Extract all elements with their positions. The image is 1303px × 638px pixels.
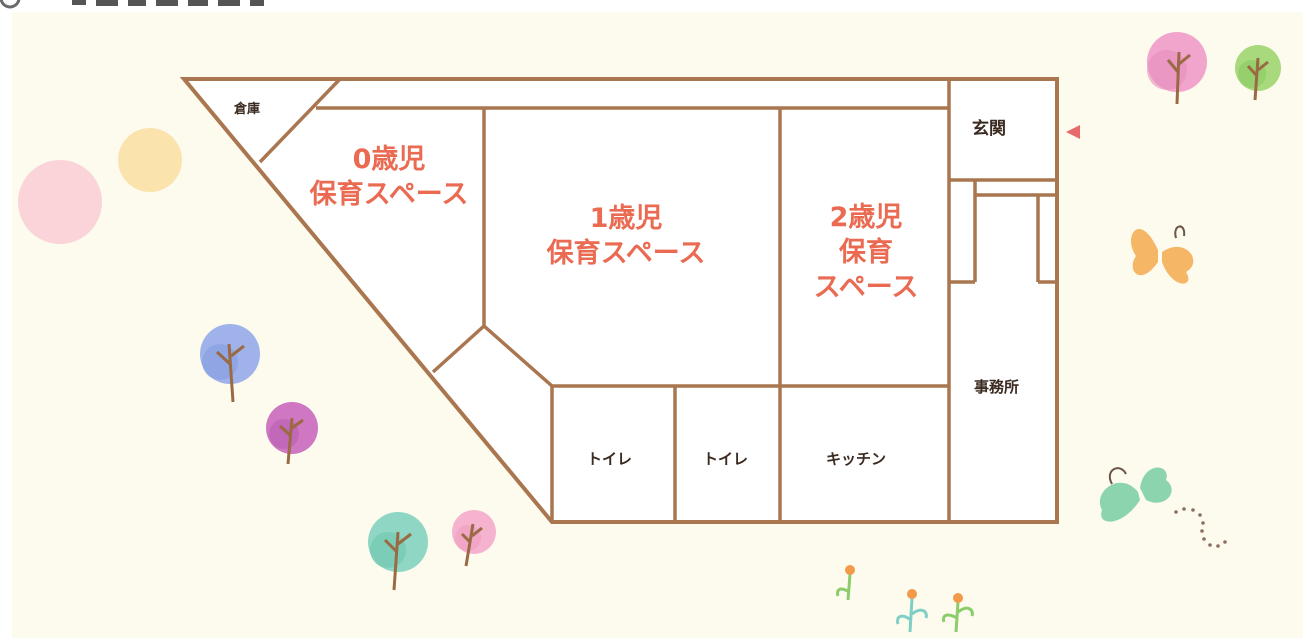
flower-icon [942, 593, 974, 633]
age2-title: 2歳児 [829, 202, 903, 233]
header-glyph [188, 0, 208, 6]
tree-icon [368, 512, 428, 591]
age2-subtitle-2: スペース [813, 272, 919, 304]
header-glyph [250, 0, 264, 6]
flower-icon [896, 589, 928, 633]
header-glyph [156, 0, 178, 6]
header-glyph [128, 0, 146, 6]
space-divider [431, 324, 486, 374]
cropped-header [0, 0, 1303, 12]
yellow-circle-dot-icon [118, 128, 182, 192]
flower-icon [836, 565, 855, 601]
entrance-label: 玄関 [972, 119, 1006, 139]
pink-circle-dot-icon [18, 160, 102, 244]
tree-icon [266, 402, 318, 465]
building-outline [179, 77, 1059, 524]
tree-icon [1147, 32, 1207, 105]
age0-subtitle: 保育スペース [309, 179, 469, 211]
header-glyph [96, 0, 118, 6]
header-glyph [218, 0, 240, 6]
toilet-label: トイレ [587, 450, 633, 468]
header-glyph [72, 0, 86, 5]
triangle-marker-icon [1066, 125, 1080, 139]
age2-space-label: 2歳児 保育 スペース [806, 200, 926, 305]
age0-title: 0歳児 [352, 144, 426, 175]
tree-icon [452, 510, 496, 567]
tree-icon [200, 324, 260, 403]
age1-title: 1歳児 [589, 203, 663, 234]
age2-subtitle: 保育 [839, 237, 893, 269]
age0-space-label: 0歳児 保育スペース [307, 142, 471, 212]
butterfly-icon [1131, 225, 1194, 284]
storage-label: 倉庫 [234, 102, 261, 117]
storage-wall [258, 77, 342, 164]
cropped-header-glyphs [0, 0, 264, 9]
toilet-label: トイレ [703, 450, 749, 468]
tree-icon [1235, 45, 1281, 101]
header-bullet-icon [0, 0, 21, 9]
hall-wall [482, 324, 554, 388]
age1-subtitle: 保育スペース [546, 238, 706, 270]
age1-space-label: 1歳児 保育スペース [544, 201, 708, 271]
butterfly-icon [1099, 467, 1172, 522]
kitchen-label: キッチン [826, 450, 887, 468]
office-label: 事務所 [974, 378, 1020, 396]
dotted-trail-icon [1174, 507, 1227, 548]
